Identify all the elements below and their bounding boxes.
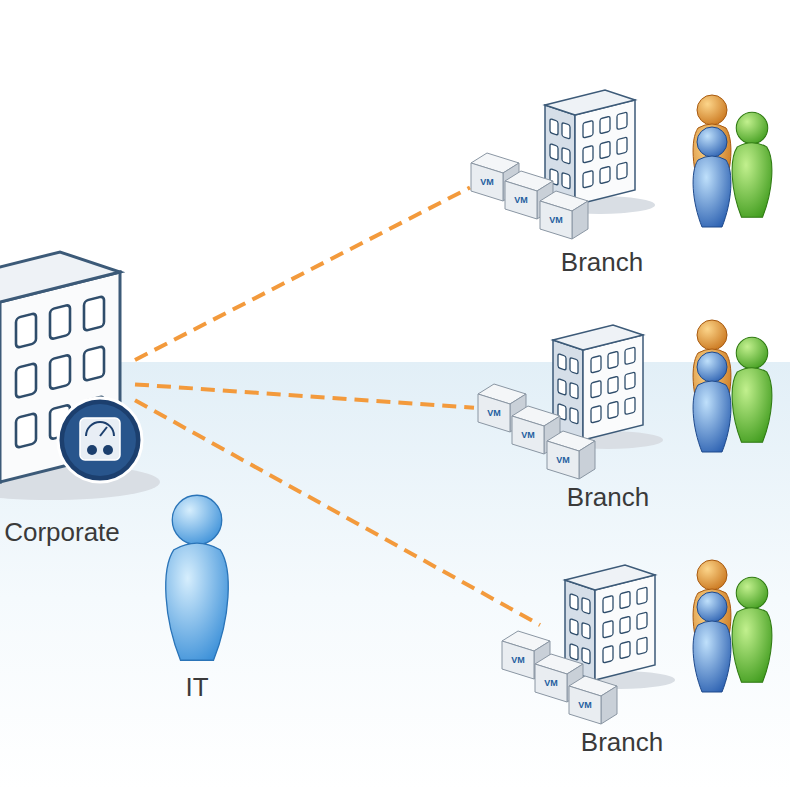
dashed-link (135, 188, 470, 360)
vm-label: VM (521, 431, 535, 440)
vm-label: VM (514, 196, 528, 205)
monitor-gauge (58, 398, 142, 482)
vm-cubes (471, 153, 617, 724)
user-group (693, 560, 772, 692)
it-person (166, 495, 228, 660)
site-node: Corporate (0, 262, 135, 550)
site-label: Branch (581, 728, 663, 758)
corporate-building (0, 252, 160, 500)
dashed-link (135, 400, 540, 625)
vm-label: VM (511, 656, 525, 665)
background-band (0, 362, 790, 790)
vm-label: VM (487, 409, 501, 418)
branch-building (553, 325, 663, 449)
site-node: Branch (470, 95, 675, 280)
vm-label: VM (549, 216, 563, 225)
vm-label: VM (578, 701, 592, 710)
vm-label: VM (556, 456, 570, 465)
user-group (693, 95, 772, 227)
vm-label: VM (544, 679, 558, 688)
site-label: IT (185, 673, 208, 703)
vm-label: VM (480, 178, 494, 187)
site-label: Corporate (4, 518, 120, 548)
site-node: Branch (540, 575, 690, 760)
site-label: Branch (567, 483, 649, 513)
site-node: Branch (474, 330, 674, 515)
site-label: Branch (561, 248, 643, 278)
user-group (693, 320, 772, 452)
site-node: IT (150, 490, 245, 705)
dashed-link (135, 384, 474, 407)
